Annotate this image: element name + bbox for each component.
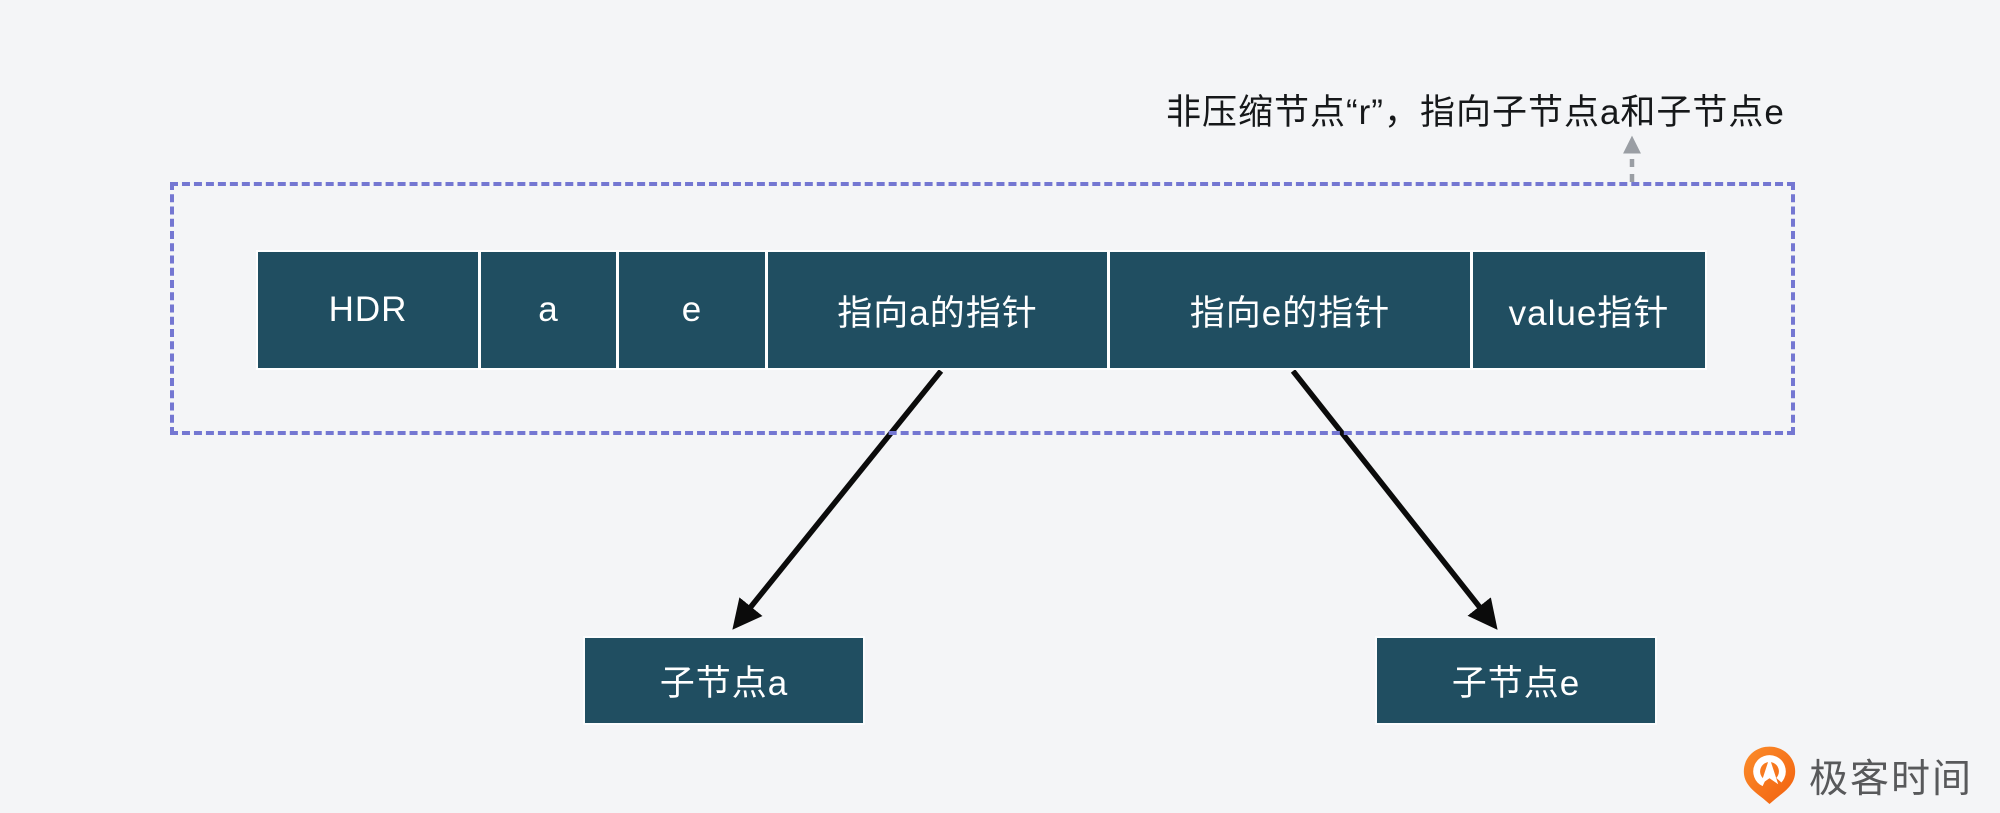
cell-value-pointer: value指针: [1473, 252, 1705, 368]
cell-hdr: HDR: [258, 252, 478, 368]
node-cells-row: HDR a e 指向a的指针 指向e的指针 value指针: [256, 250, 1707, 370]
cell-pointer-a: 指向a的指针: [768, 252, 1107, 368]
annotation-text: 非压缩节点“r”，指向子节点a和子节点e: [1166, 93, 1785, 132]
brand-logo: 极客时间: [1742, 745, 1973, 807]
child-node-e: 子节点e: [1375, 636, 1657, 725]
cell-e: e: [619, 252, 765, 368]
geektime-logo-icon: [1743, 746, 1796, 804]
cell-a: a: [481, 252, 616, 368]
brand-logo-text: 极客时间: [1809, 758, 1974, 801]
node-boundary-box: [170, 182, 1795, 435]
cell-pointer-e: 指向e的指针: [1110, 252, 1470, 368]
child-node-a: 子节点a: [583, 636, 865, 725]
